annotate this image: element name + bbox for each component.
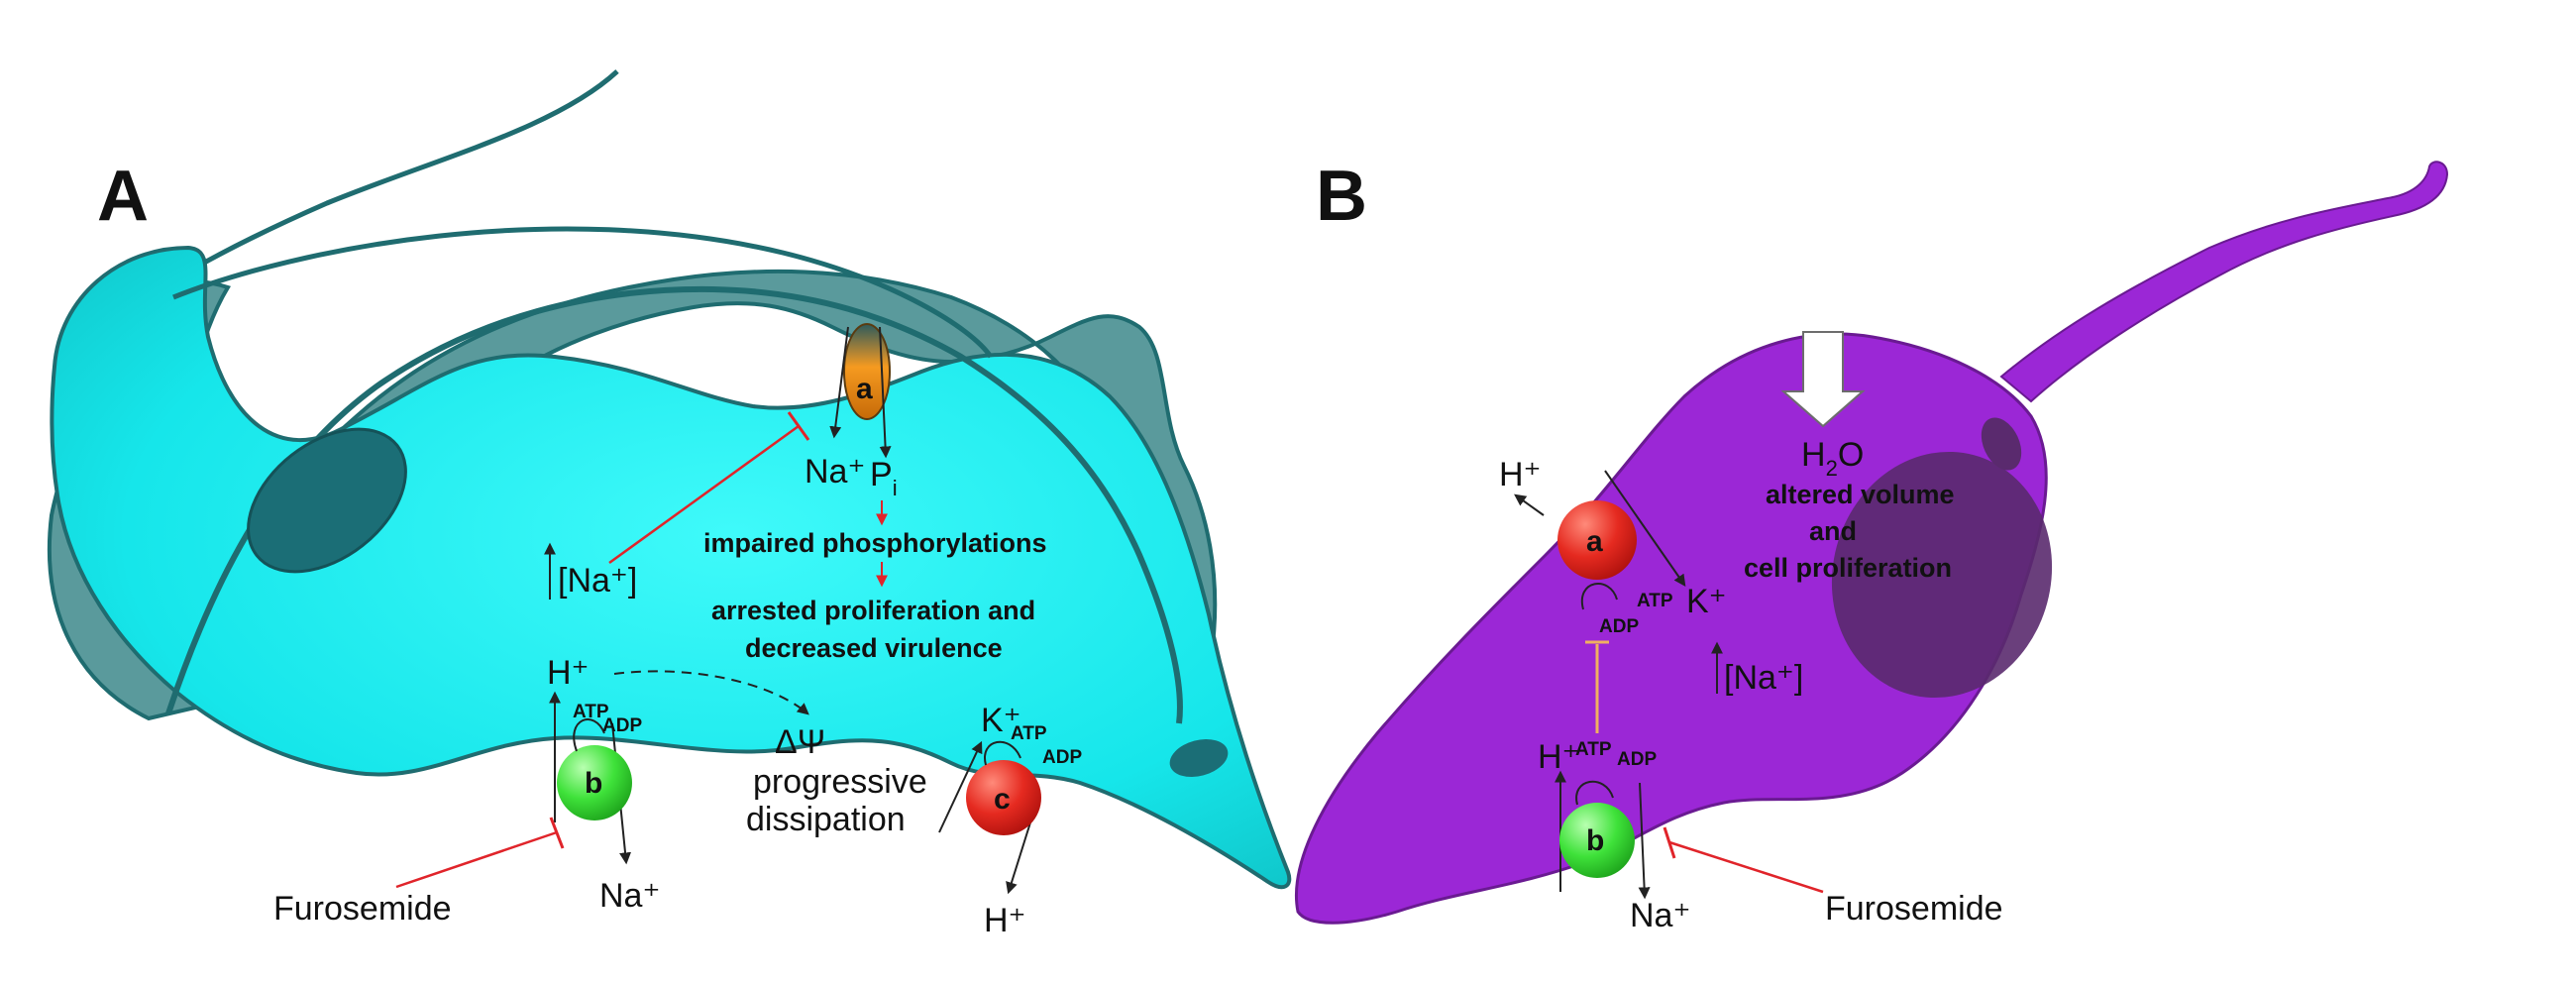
arrested-text-2: decreased virulence	[745, 633, 1003, 663]
pump-a-b-ball	[1557, 500, 1637, 580]
arrow-h-out-b	[1514, 493, 1545, 516]
atp-loop-a-b	[1580, 583, 1618, 610]
adp-b-a: ADP	[602, 715, 642, 736]
na-bottom-b: Na⁺	[1630, 897, 1690, 934]
pump-a-b: a ATP ADP	[1514, 470, 1686, 637]
arrested-text-1: arrested proliferation and	[711, 596, 1035, 625]
atp-loop-c	[984, 740, 1021, 766]
pump-c: c ATP ADP	[938, 723, 1082, 895]
pump-b-b-label: b	[1586, 824, 1604, 857]
water-inflow-arrow	[1780, 331, 1866, 428]
pump-b-label: b	[585, 767, 602, 800]
cell-body-a	[50, 245, 1292, 890]
arrow-na-out-bb	[1638, 782, 1651, 900]
h-bottom-a: H⁺	[984, 902, 1026, 939]
furosemide-a: Furosemide	[273, 890, 452, 928]
atp-b-a: ATP	[573, 702, 609, 722]
cell-b	[1295, 161, 2449, 925]
altered-2: and	[1809, 516, 1857, 546]
arrow-pi-in	[879, 326, 892, 459]
pump-a-b-label: a	[1586, 525, 1603, 558]
pump-c-label: c	[994, 783, 1011, 816]
pump-b-b: b ATP ADP	[1555, 739, 1657, 900]
na-out-label: Na⁺	[805, 453, 865, 491]
h-plus-b: H⁺	[1538, 738, 1580, 776]
flagellum-a	[157, 69, 619, 292]
na-level-b: [Na⁺]	[1724, 659, 1803, 697]
panel-label-b: B	[1316, 157, 1367, 236]
membrane-top-a	[172, 226, 994, 359]
atp-loop-b-b	[1575, 780, 1614, 806]
pump-b-b-ball	[1559, 803, 1635, 878]
kinetoplast-b	[1981, 417, 2022, 471]
k-plus-b: K⁺	[1686, 583, 1727, 620]
nucleus-a	[247, 427, 407, 574]
arrow-na-out	[829, 326, 849, 439]
delta-psi: ΔΨ	[775, 723, 825, 761]
pump-b-a: b ATP ADP	[549, 691, 642, 865]
pump-b-ball	[557, 745, 632, 820]
h-plus-a: H⁺	[547, 654, 590, 692]
atp-c: ATP	[1011, 723, 1047, 744]
furosemide-bar-a	[549, 817, 565, 849]
altered-1: altered volume	[1766, 480, 1955, 509]
adp-c: ADP	[1042, 747, 1082, 768]
arrow-k-in-b	[1604, 470, 1686, 587]
arrow-k-in	[938, 740, 983, 833]
impaired-text: impaired phosphorylations	[703, 528, 1047, 558]
atp-b-b: ATP	[1575, 739, 1612, 760]
flagellum-b	[1999, 161, 2449, 403]
h-plus-b-top: H⁺	[1499, 456, 1542, 493]
pump-a-orange: a	[829, 323, 892, 459]
k-plus-a: K⁺	[981, 702, 1021, 739]
adp-a-b: ADP	[1599, 616, 1639, 637]
na-level-a: [Na⁺]	[558, 562, 637, 600]
adp-b-b: ADP	[1617, 749, 1657, 770]
atp-a-b: ATP	[1637, 591, 1673, 611]
furosemide-bar-b	[1663, 826, 1676, 859]
dissipation-2: dissipation	[746, 801, 906, 838]
dissipation-1: progressive	[753, 763, 927, 801]
furosemide-b: Furosemide	[1825, 890, 2003, 928]
na-bottom-a: Na⁺	[599, 877, 660, 915]
pi-label: Pi	[870, 456, 898, 500]
pump-a-shape	[843, 323, 891, 420]
h2o-label: H2O	[1801, 436, 1864, 481]
furosemide-line-b	[1668, 840, 1824, 894]
nucleus-b	[1831, 451, 2053, 699]
cell-a	[47, 69, 1292, 890]
pump-a-label: a	[856, 373, 873, 405]
kinetoplast-a	[1169, 738, 1229, 778]
inhibitor-line-na	[608, 424, 800, 565]
inhibitor-bar-na	[787, 411, 810, 441]
altered-3: cell proliferation	[1744, 553, 1952, 583]
arrow-h-out	[1006, 821, 1031, 895]
furosemide-line-a	[395, 830, 558, 889]
panel-label-a: A	[97, 157, 149, 236]
atp-loop-b	[573, 718, 605, 752]
pump-c-ball	[966, 760, 1041, 835]
